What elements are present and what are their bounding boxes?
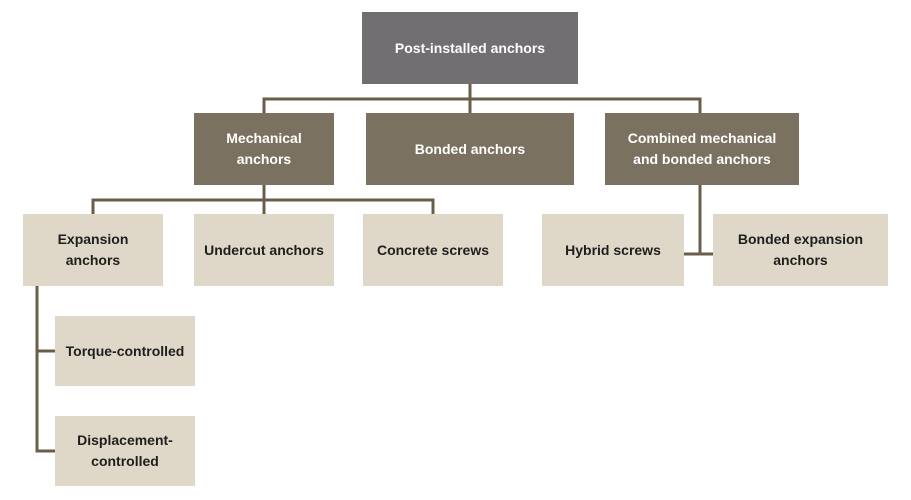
- category-node-mechanical-anchors: Mechanical anchors: [194, 113, 334, 185]
- type-node-undercut-anchors: Undercut anchors: [194, 214, 334, 286]
- type-node-torque-controlled: Torque-controlled: [55, 316, 195, 386]
- category-node-combined-anchors: Combined mechanical and bonded anchors: [605, 113, 799, 185]
- type-node-hybrid-screws: Hybrid screws: [542, 214, 684, 286]
- type-node-bonded-expansion-anchors: Bonded expansion anchors: [713, 214, 888, 286]
- type-node-expansion-anchors: Expansion anchors: [23, 214, 163, 286]
- category-node-bonded-anchors: Bonded anchors: [366, 113, 574, 185]
- type-node-concrete-screws: Concrete screws: [363, 214, 503, 286]
- type-node-displacement-controlled: Displacement- controlled: [55, 416, 195, 486]
- root-node-post-installed-anchors: Post-installed anchors: [362, 12, 578, 84]
